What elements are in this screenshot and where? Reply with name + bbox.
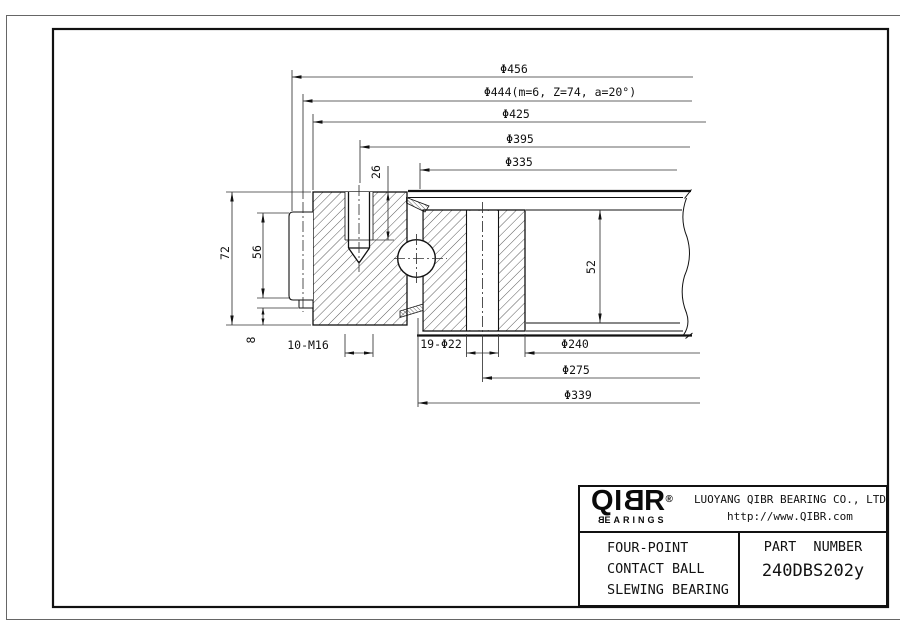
dim-label-bore240: Φ240 — [561, 337, 589, 351]
product-line: CONTACT BALL — [607, 561, 705, 577]
company-info: LUOYANG QIBR BEARING CO., LTD http://www… — [694, 487, 886, 531]
part-number-cell: PART NUMBER 240DBS202y — [740, 533, 886, 605]
dim-label-inner-height52: 52 — [584, 260, 598, 274]
title-block-header-row: QIBR® BEARINGS LUOYANG QIBR BEARING CO.,… — [580, 485, 886, 533]
gear-tooth — [288, 211, 313, 301]
product-line: FOUR-POINT — [607, 540, 689, 556]
dim-label-thread-depth26: 26 — [369, 165, 383, 179]
dim-label-m16-holes: 10-M16 — [287, 338, 329, 352]
arrowheads — [230, 75, 602, 405]
company-website: http://www.QIBR.com — [727, 510, 853, 523]
inner-ring-section — [422, 209, 526, 332]
registered-trademark-icon: ® — [665, 494, 674, 505]
dim-label-od335: Φ335 — [505, 155, 533, 169]
dim-label-22-holes: 19-Φ22 — [420, 337, 462, 351]
dimension-labels: Φ456 Φ444(m=6, Z=74, a=20°) Φ425 Φ395 Φ3… — [218, 62, 636, 402]
part-number-value: 240DBS202y — [761, 561, 865, 581]
dim-label-od425: Φ425 — [502, 107, 530, 121]
dim-label-circle275: Φ275 — [562, 363, 590, 377]
dim-label-bolt-circle395: Φ395 — [506, 132, 534, 146]
dim-label-gear444: Φ444(m=6, Z=74, a=20°) — [484, 85, 636, 99]
title-block: QIBR® BEARINGS LUOYANG QIBR BEARING CO.,… — [578, 485, 888, 607]
product-description: FOUR-POINT CONTACT BALL SLEWING BEARING — [580, 533, 740, 605]
title-block-detail-row: FOUR-POINT CONTACT BALL SLEWING BEARING … — [580, 533, 886, 605]
extension-lines — [226, 70, 526, 407]
part-number-label: PART NUMBER — [763, 539, 863, 555]
dim-label-id339: Φ339 — [564, 388, 592, 402]
product-line: SLEWING BEARING — [607, 582, 729, 598]
dimension-lines — [231, 76, 706, 404]
dim-label-step8: 8 — [244, 336, 258, 343]
break-line — [681, 197, 690, 336]
seal-land — [298, 299, 314, 309]
logo: QIBR® BEARINGS — [580, 485, 694, 531]
inner-ring-surfaces — [408, 189, 693, 339]
centerlines — [302, 185, 483, 344]
dim-label-gear-width56: 56 — [250, 245, 264, 259]
seal-bottom — [399, 303, 424, 319]
company-name: LUOYANG QIBR BEARING CO., LTD — [693, 493, 886, 506]
logo-wordmark: QIBR® — [591, 485, 674, 517]
dim-label-height72: 72 — [218, 246, 232, 260]
dim-label-od456: Φ456 — [500, 62, 528, 76]
sheet-border-outer — [6, 15, 900, 620]
seal-top — [406, 196, 430, 213]
sheet-border-inner — [51, 27, 890, 609]
logo-subtitle: BEARINGS — [595, 515, 667, 525]
